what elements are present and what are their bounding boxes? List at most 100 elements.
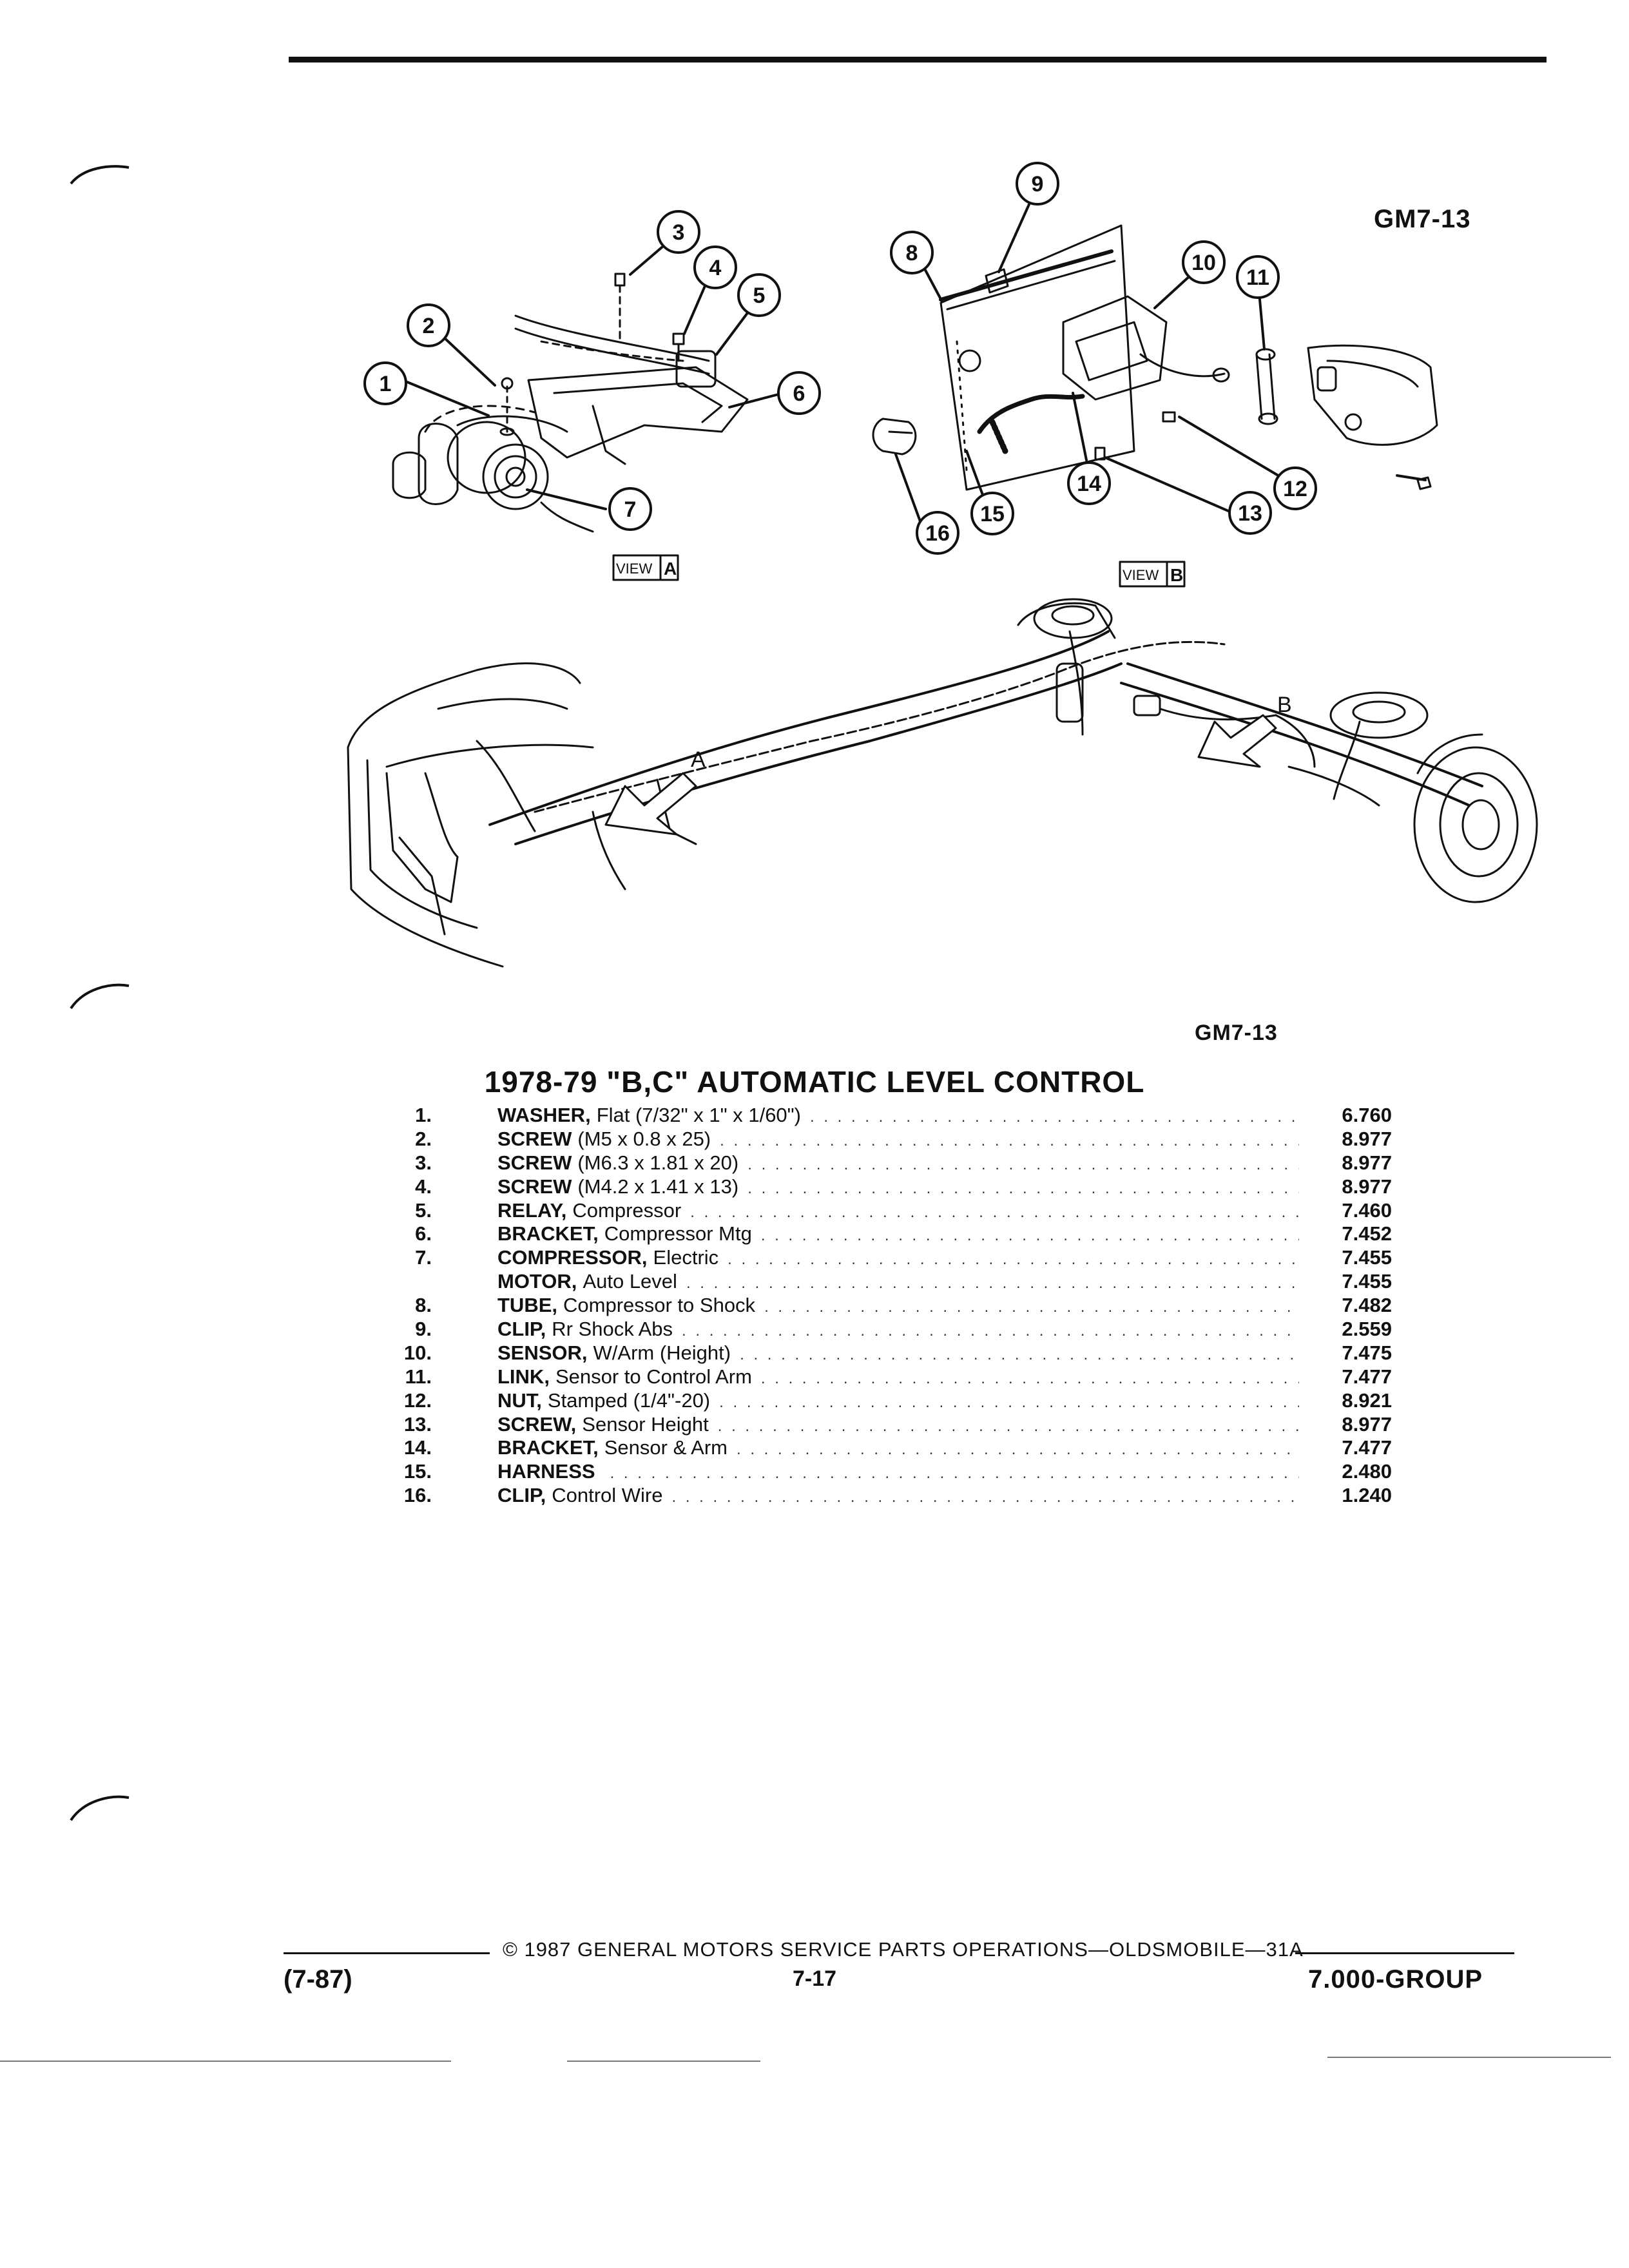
part-number: 6. — [415, 1222, 432, 1245]
leader-dots — [728, 1248, 1299, 1272]
callout-9 — [1016, 162, 1059, 206]
part-name: BRACKET, — [497, 1436, 599, 1459]
parts-list-row: 11.LINK,Sensor to Control Arm7.477 — [361, 1365, 1392, 1389]
part-description: Compressor to Shock — [563, 1294, 756, 1317]
part-description: Flat (7/32" x 1" x 1/60") — [596, 1104, 801, 1126]
part-number: 8. — [415, 1294, 432, 1317]
view-a-letter: A — [664, 559, 677, 579]
part-number: 1. — [415, 1104, 432, 1126]
svg-text:9: 9 — [1032, 172, 1044, 197]
part-group-code: 2.559 — [1342, 1318, 1392, 1341]
part-name: BRACKET, — [497, 1222, 599, 1245]
part-description: (M4.2 x 1.41 x 13) — [577, 1175, 739, 1198]
svg-text:12: 12 — [1283, 477, 1307, 501]
leader-dots — [682, 1320, 1299, 1343]
part-group-code: 7.455 — [1342, 1246, 1392, 1269]
view-b-box — [1119, 561, 1186, 588]
parts-list-row: 13.SCREW,Sensor Height8.977 — [361, 1413, 1392, 1437]
vehicle-overview: A B — [347, 598, 1538, 968]
svg-text:7: 7 — [624, 497, 637, 522]
part-group-code: 7.452 — [1342, 1222, 1392, 1245]
binder-mark — [70, 1795, 130, 1821]
part-number: 9. — [415, 1318, 432, 1341]
parts-list-row: MOTOR,Auto Level7.455 — [361, 1270, 1392, 1294]
callout-circles — [363, 162, 1317, 555]
svg-text:10: 10 — [1191, 251, 1216, 275]
part-number: 16. — [403, 1484, 432, 1507]
parts-list-row: 1.WASHER,Flat (7/32" x 1" x 1/60")6.760 — [361, 1104, 1392, 1128]
part-number: 7. — [415, 1246, 432, 1269]
leader-dots — [720, 1129, 1299, 1153]
parts-list-row: 6.BRACKET,Compressor Mtg7.452 — [361, 1222, 1392, 1246]
parts-list: 1.WASHER,Flat (7/32" x 1" x 1/60")6.7602… — [361, 1104, 1392, 1508]
callout-13 — [1228, 491, 1272, 535]
parts-list-row: 5.RELAY,Compressor7.460 — [361, 1199, 1392, 1223]
parts-list-row: 7. COMPRESSOR,Electric 7.455 — [361, 1246, 1392, 1270]
part-number: 2. — [415, 1127, 432, 1150]
part-group-code: 7.482 — [1342, 1294, 1392, 1317]
part-name: LINK, — [497, 1365, 550, 1388]
arrow-a-label: A — [691, 747, 706, 772]
part-group-code: 8.977 — [1342, 1151, 1392, 1174]
part-group-code: 8.977 — [1342, 1175, 1392, 1198]
svg-text:1: 1 — [380, 372, 392, 396]
callout-10 — [1182, 240, 1226, 284]
leader-dots — [761, 1367, 1299, 1391]
part-description: Sensor & Arm — [604, 1436, 728, 1459]
leader-dots — [718, 1415, 1299, 1439]
leader-dots — [686, 1272, 1299, 1296]
callout-1 — [363, 361, 407, 405]
leader-dots — [610, 1462, 1299, 1486]
part-number: 5. — [415, 1198, 432, 1222]
part-group-code: 7.477 — [1342, 1436, 1392, 1459]
callout-7 — [608, 487, 652, 531]
leader-dots — [810, 1106, 1299, 1129]
svg-text:6: 6 — [793, 381, 805, 406]
part-group-code: 8.977 — [1342, 1127, 1392, 1150]
callout-5 — [737, 273, 781, 317]
leader-dots — [761, 1224, 1299, 1248]
callout-11 — [1236, 255, 1280, 299]
part-description: Sensor to Control Arm — [555, 1365, 752, 1388]
callout-2 — [407, 303, 450, 347]
leader-dots — [672, 1486, 1300, 1510]
leader-dots — [747, 1177, 1299, 1201]
part-name: SCREW — [497, 1127, 572, 1150]
svg-text:13: 13 — [1238, 501, 1262, 526]
part-name: SENSOR, — [497, 1341, 588, 1364]
callout-16 — [916, 511, 959, 555]
leader-dots — [719, 1391, 1299, 1415]
part-number: 15. — [403, 1460, 432, 1483]
scan-line — [567, 2061, 760, 2062]
parts-list-row: 10.SENSOR,W/Arm (Height)7.475 — [361, 1341, 1392, 1365]
part-number: 11. — [405, 1365, 432, 1388]
part-number: 3. — [415, 1151, 432, 1174]
svg-text:14: 14 — [1077, 472, 1101, 496]
part-name: CLIP, — [497, 1318, 546, 1341]
part-group-code: 7.475 — [1342, 1341, 1392, 1364]
part-name: MOTOR, — [497, 1270, 577, 1293]
callout-numbers: 1 2 3 4 5 6 7 8 9 10 11 12 13 14 15 16 — [380, 172, 1307, 546]
part-description: Electric — [653, 1246, 719, 1269]
footer-rule-right — [1295, 1952, 1514, 1954]
part-name: WASHER, — [497, 1104, 591, 1126]
callout-15 — [970, 492, 1014, 535]
binder-mark — [70, 983, 130, 1010]
part-name: HARNESS — [497, 1460, 595, 1483]
part-name: COMPRESSOR, — [497, 1246, 648, 1269]
callouts — [398, 196, 1427, 530]
footer-page-number: 7-17 — [792, 1966, 837, 1991]
svg-text:3: 3 — [673, 220, 685, 245]
svg-text:16: 16 — [925, 521, 950, 546]
part-number: 10. — [403, 1341, 432, 1364]
part-number: 12. — [403, 1389, 432, 1412]
leader-dots — [737, 1438, 1299, 1462]
scan-line — [1327, 2057, 1611, 2058]
part-name: NUT, — [497, 1389, 542, 1412]
part-description: Control Wire — [552, 1484, 663, 1507]
callout-4 — [693, 245, 737, 289]
svg-text:4: 4 — [709, 256, 722, 280]
part-description: (M6.3 x 1.81 x 20) — [577, 1151, 739, 1174]
top-rule — [289, 57, 1547, 62]
part-description: Rr Shock Abs — [552, 1318, 673, 1341]
